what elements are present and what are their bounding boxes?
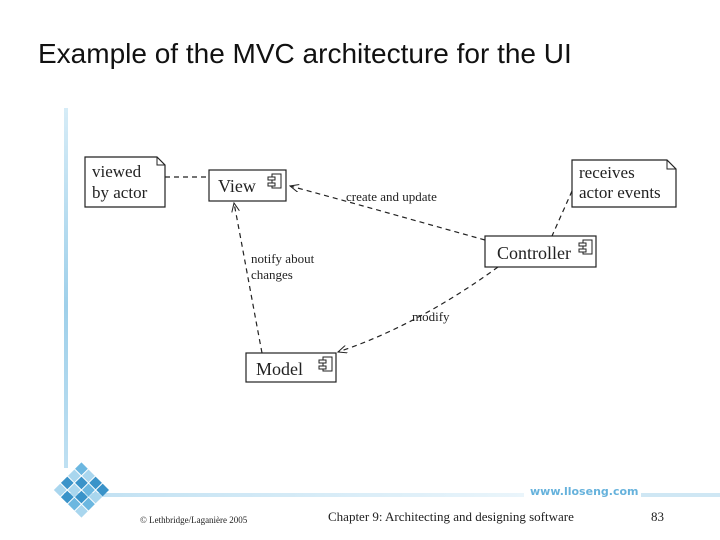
website-url: www.lloseng.com: [530, 485, 639, 498]
note-line: viewed: [92, 162, 142, 181]
note-line: actor events: [579, 183, 661, 202]
view-component: View: [208, 169, 287, 202]
note-receives-actor-events: receives actor events: [571, 159, 677, 208]
decorative-horizontal-bar: [64, 493, 524, 497]
controller-component: Controller: [484, 235, 597, 268]
decorative-vertical-bar: [64, 108, 68, 468]
edge-label-notify-about-changes: notify about: [251, 251, 315, 266]
component-icon: [318, 356, 333, 372]
edge-label-create-and-update: create and update: [346, 189, 437, 204]
slide-title: Example of the MVC architecture for the …: [38, 38, 572, 69]
model-component: Model: [245, 352, 337, 383]
component-label: Controller: [497, 243, 571, 263]
component-label: Model: [256, 359, 303, 379]
note-line: receives: [579, 163, 635, 182]
note-anchor-line: [551, 190, 573, 237]
notify-about-changes-arrow: [234, 203, 263, 354]
create-and-update-arrow: [290, 186, 486, 241]
footer-chapter: Chapter 9: Architecting and designing so…: [328, 509, 574, 524]
decorative-logo-mosaic: [53, 462, 110, 518]
edge-label-modify: modify: [412, 309, 450, 324]
decorative-horizontal-bar-right: [641, 493, 720, 497]
component-label: View: [218, 176, 256, 196]
edge-label-notify-about-changes: changes: [251, 267, 293, 282]
note-line: by actor: [92, 183, 148, 202]
footer-copyright: © Lethbridge/Laganière 2005: [140, 515, 248, 525]
component-icon: [578, 239, 593, 255]
modify-arrow: [338, 266, 499, 352]
component-icon: [267, 173, 282, 189]
note-viewed-by-actor: viewed by actor: [84, 156, 166, 208]
page-number: 83: [651, 509, 664, 524]
